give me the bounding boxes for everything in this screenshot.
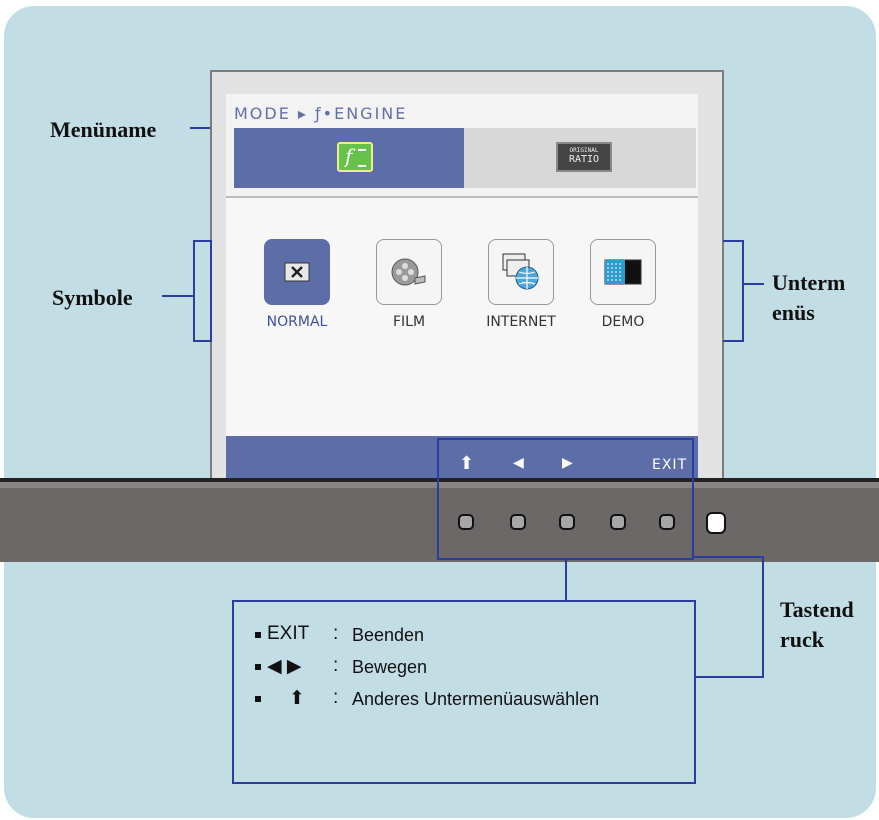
legend-colon-2: : bbox=[333, 655, 339, 676]
legend-box bbox=[232, 600, 696, 784]
legend-desc-move: Bewegen bbox=[352, 657, 428, 677]
hw-button-5[interactable] bbox=[659, 514, 675, 530]
symbols-bracket-bottom bbox=[193, 340, 212, 342]
up-arrow-icon: ⬆ bbox=[459, 453, 475, 474]
original-ratio-big-label: RATIO bbox=[568, 154, 600, 165]
submenus-bracket-bottom bbox=[723, 340, 744, 342]
normal-mode-icon bbox=[284, 262, 310, 282]
power-button[interactable] bbox=[706, 512, 726, 534]
film-mode-label: FILM bbox=[392, 314, 426, 330]
menu-name-connector bbox=[190, 127, 210, 129]
legend-key-arrows: ◀ ▶ bbox=[267, 656, 302, 677]
legend-key-exit: EXIT bbox=[267, 623, 310, 644]
legend-bullet-1 bbox=[255, 632, 261, 638]
normal-mode-label: NORMAL bbox=[266, 314, 328, 330]
internet-mode-button[interactable] bbox=[488, 239, 554, 305]
legend-desc-select-submenu: Anderes Untermenüauswählen bbox=[352, 689, 600, 709]
submenus-connector bbox=[744, 283, 764, 285]
submenus-bracket-right bbox=[742, 240, 744, 342]
symbols-bracket bbox=[210, 240, 212, 342]
internet-globe-icon bbox=[502, 253, 539, 290]
original-ratio-icon: ORIGINAL RATIO bbox=[556, 142, 612, 172]
bezel-highlight bbox=[0, 482, 879, 488]
hw-button-2[interactable] bbox=[510, 514, 526, 530]
submenus-callout-line1: Unterm bbox=[772, 270, 846, 295]
legend-key-up: ⬆ bbox=[289, 688, 305, 709]
monitor-bezel bbox=[0, 482, 879, 562]
buttons-highlight-box bbox=[437, 438, 694, 560]
osd-content-area bbox=[226, 196, 698, 438]
demo-mode-label: DEMO bbox=[601, 314, 645, 330]
menu-name-callout: Menüname bbox=[50, 117, 157, 142]
f-engine-icon: f bbox=[337, 142, 373, 172]
left-arrow-icon: ◀ bbox=[513, 455, 524, 471]
symbols-connector bbox=[162, 295, 193, 297]
legend-colon-3: : bbox=[333, 687, 339, 708]
hw-button-4[interactable] bbox=[610, 514, 626, 530]
keypress-connector-top bbox=[694, 556, 764, 558]
original-ratio-small-label: ORIGINAL bbox=[569, 147, 599, 154]
keypress-callout: Tastend ruck bbox=[780, 595, 854, 655]
osd-breadcrumb: MODE ▸ ƒ•ENGINE bbox=[234, 104, 408, 123]
internet-mode-label: INTERNET bbox=[486, 314, 556, 330]
hw-button-1[interactable] bbox=[458, 514, 474, 530]
keypress-connector-bottom bbox=[696, 676, 764, 678]
demo-mode-button[interactable] bbox=[590, 239, 656, 305]
keypress-connector-right bbox=[762, 556, 764, 678]
right-arrow-icon: ▶ bbox=[562, 455, 573, 471]
legend-connector bbox=[565, 560, 567, 600]
film-reel-icon bbox=[391, 258, 426, 286]
normal-mode-button[interactable] bbox=[264, 239, 330, 305]
keypress-callout-line1: Tastend bbox=[780, 597, 854, 622]
bezel-edge bbox=[0, 478, 879, 482]
submenus-bracket-top bbox=[723, 240, 744, 242]
exit-label: EXIT bbox=[652, 457, 688, 473]
legend-bullet-2 bbox=[255, 664, 261, 670]
legend-desc-exit: Beenden bbox=[352, 625, 425, 645]
submenus-callout: Unterm enüs bbox=[772, 268, 845, 328]
submenus-callout-line2: enüs bbox=[772, 300, 815, 325]
keypress-callout-line2: ruck bbox=[780, 627, 824, 652]
film-mode-button[interactable] bbox=[376, 239, 442, 305]
legend-colon-1: : bbox=[333, 623, 339, 644]
symbols-bracket-top bbox=[193, 240, 212, 242]
legend-bullet-3 bbox=[255, 696, 261, 702]
symbols-bracket-left bbox=[193, 240, 195, 342]
hw-button-3[interactable] bbox=[559, 514, 575, 530]
demo-split-icon bbox=[604, 259, 642, 285]
symbols-callout: Symbole bbox=[52, 285, 133, 310]
